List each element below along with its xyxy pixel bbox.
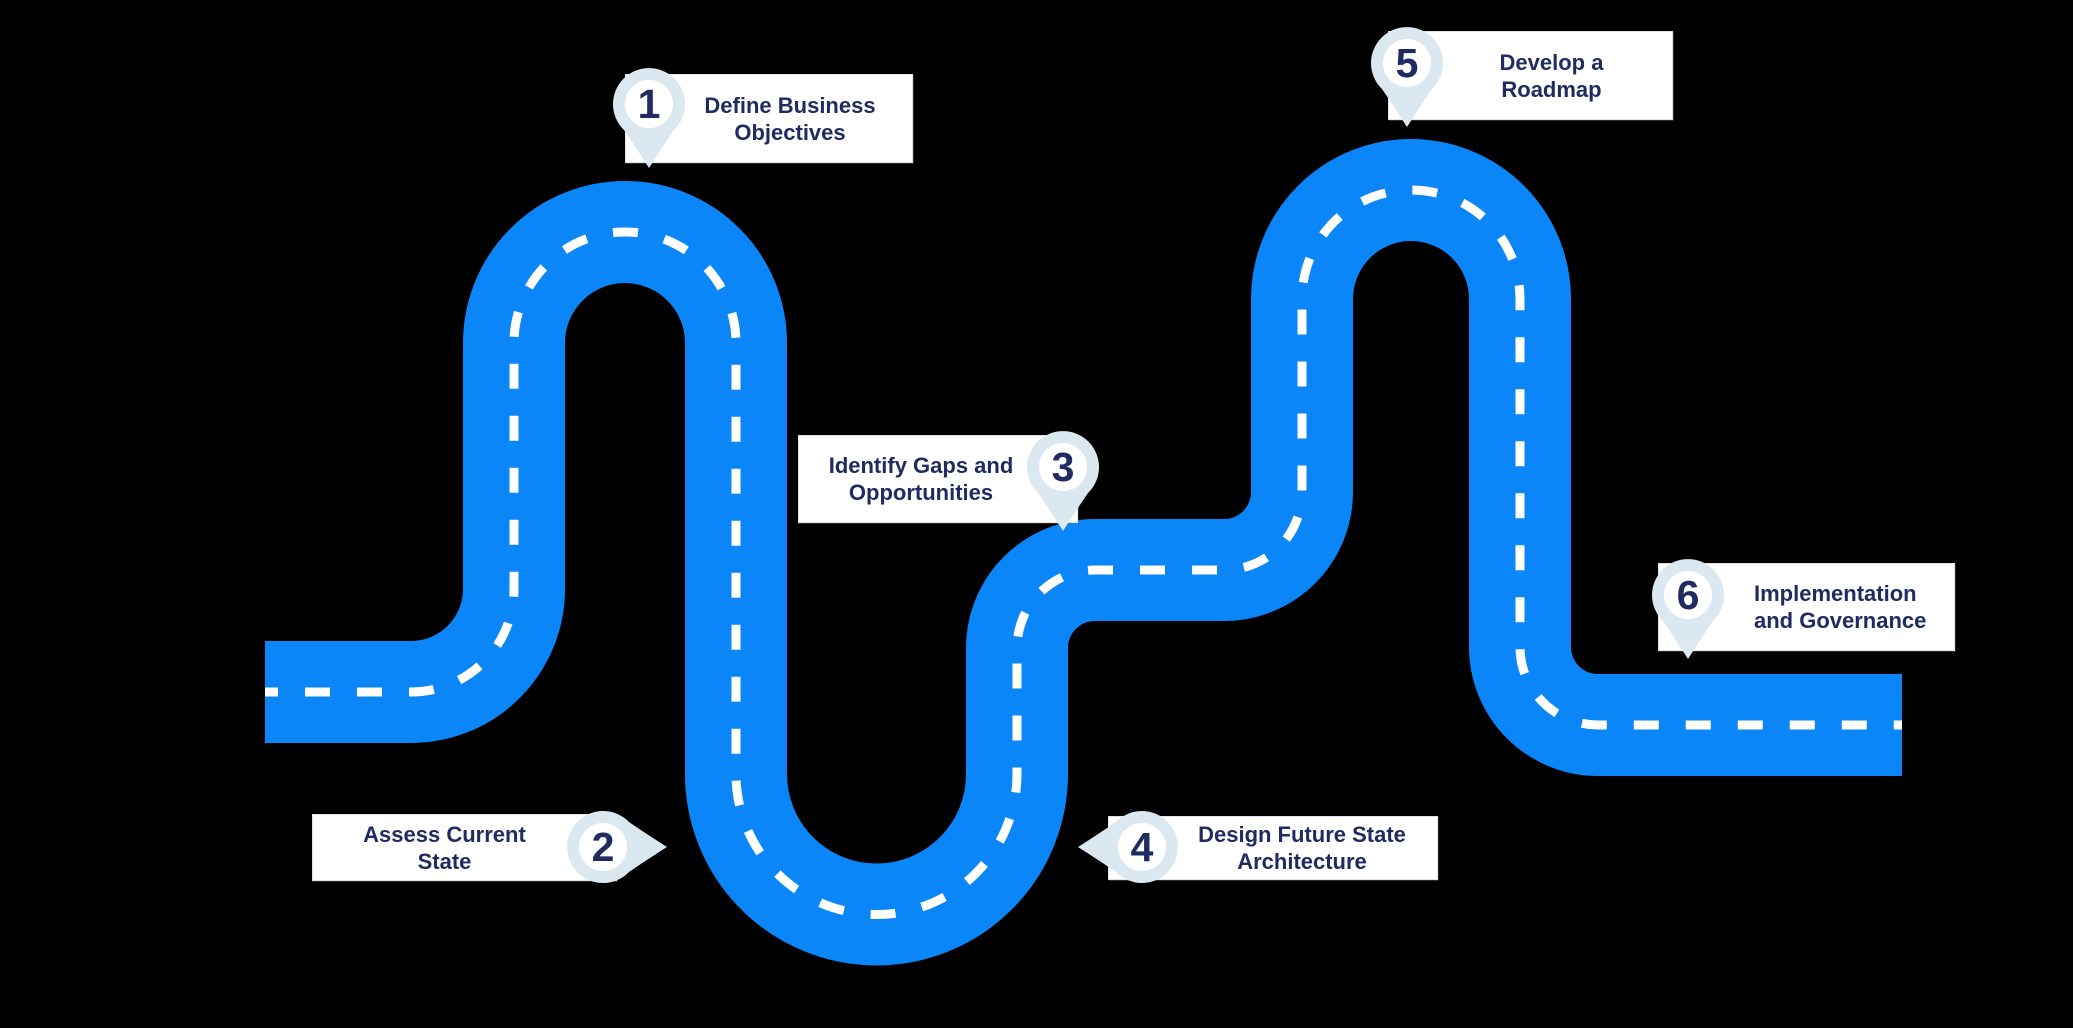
milestone-number: 6 xyxy=(1677,572,1700,618)
milestone-number: 2 xyxy=(592,824,615,870)
pin-circle xyxy=(579,823,627,871)
pin-circle xyxy=(1383,39,1431,87)
map-pin-icon-5: 5 xyxy=(1371,27,1443,127)
milestone-label-line1: Assess Current xyxy=(363,821,526,847)
milestone-label-line1: Design Future State xyxy=(1198,822,1406,847)
map-pin-icon-2: 2 xyxy=(567,811,667,883)
milestone-label-line2: and Governance xyxy=(1754,608,1927,633)
map-pin-icon-3: 3 xyxy=(1027,431,1099,531)
milestone-label-line2: Opportunities xyxy=(848,480,994,505)
map-pin-icon-6: 6 xyxy=(1652,559,1724,659)
pin-circle xyxy=(1039,443,1087,491)
milestone-number: 5 xyxy=(1396,40,1419,86)
milestone-label-line1: Develop a xyxy=(1499,49,1604,75)
pin-circle xyxy=(1118,823,1166,871)
milestone-card-6: Implementation and Governance xyxy=(1658,563,1955,651)
map-pin-icon-4: 4 xyxy=(1078,811,1178,883)
milestone-number: 3 xyxy=(1052,444,1075,490)
milestone-label-line1: Define Business xyxy=(704,92,876,118)
milestone-label-line1: Implementation xyxy=(1754,581,1917,606)
milestone-number: 4 xyxy=(1131,824,1154,870)
road-path xyxy=(265,139,1902,966)
milestone-label-line2: State xyxy=(417,848,472,874)
milestone-number: 1 xyxy=(638,81,661,127)
milestone-label-line2: Objectives xyxy=(734,119,846,145)
map-pin-icon-1: 1 xyxy=(613,68,685,168)
milestone-label-line2: Roadmap xyxy=(1501,76,1602,102)
milestone-label-line2: Architecture xyxy=(1237,849,1367,874)
milestone-label-line1: Identify Gaps and xyxy=(828,453,1014,478)
pin-circle xyxy=(1664,571,1712,619)
milestone-card-2: Assess Current State xyxy=(312,814,617,881)
pin-circle xyxy=(625,80,673,128)
